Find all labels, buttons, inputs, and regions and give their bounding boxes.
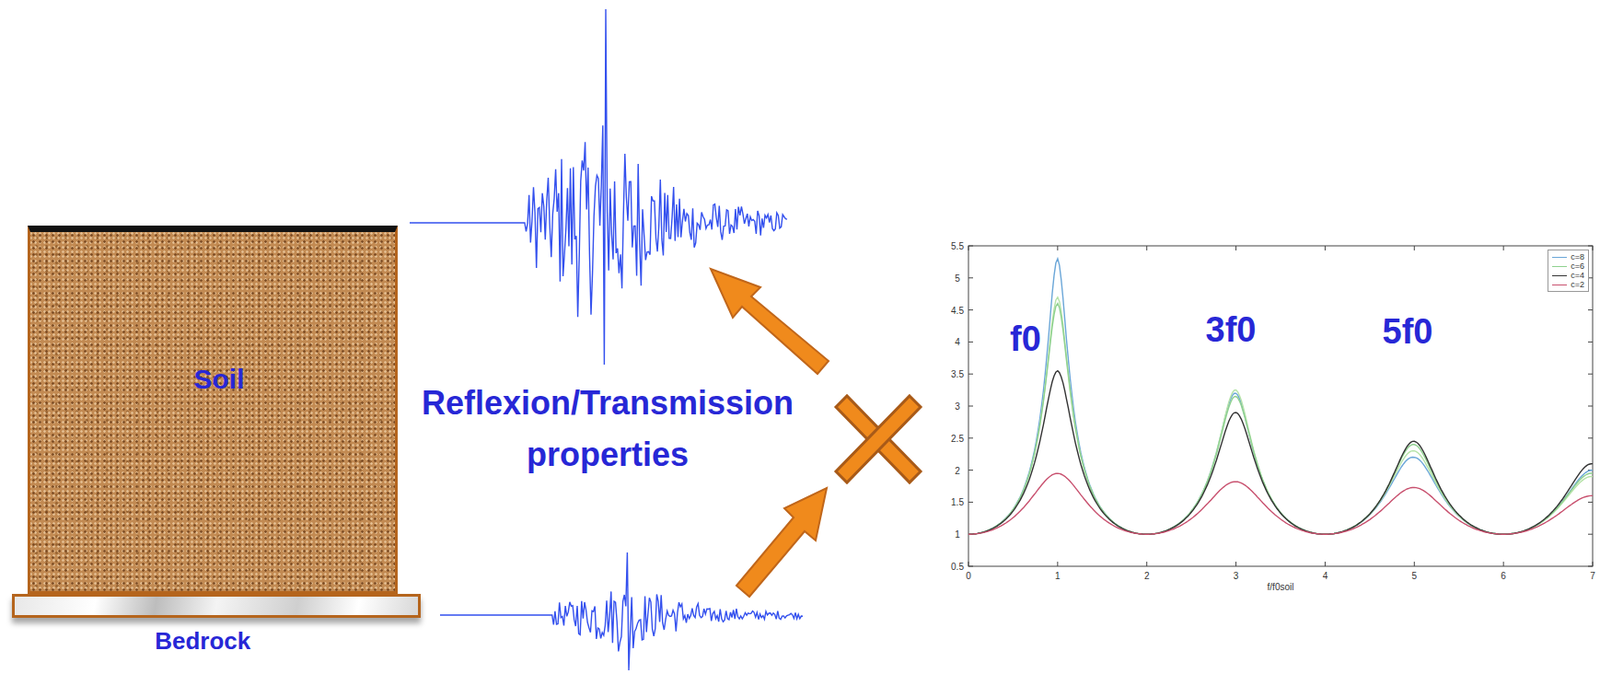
tick-mark bbox=[1592, 245, 1594, 251]
y-tick: 5 bbox=[954, 272, 961, 283]
x-tick: 2 bbox=[1144, 570, 1150, 581]
tick-mark bbox=[1056, 561, 1058, 567]
wave-text: Reflexion/Transmission properties bbox=[386, 377, 829, 481]
tick-mark bbox=[968, 245, 974, 247]
y-tick: 4 bbox=[954, 336, 961, 348]
layer-label: Soil bbox=[194, 363, 245, 395]
tick-mark bbox=[1414, 561, 1415, 567]
legend-box: c=8c=6c=4c=2 bbox=[1547, 249, 1589, 292]
transfer-curve bbox=[968, 297, 1593, 535]
legend-text: c=6 bbox=[1570, 261, 1585, 271]
tick-mark bbox=[968, 501, 974, 503]
y-tick: 3.5 bbox=[950, 369, 964, 380]
tick-mark bbox=[1592, 561, 1594, 567]
tick-mark bbox=[968, 341, 974, 343]
axis-title: f/f0soil bbox=[1267, 581, 1295, 592]
tick-mark bbox=[1588, 373, 1593, 375]
seismogram-trace bbox=[440, 552, 803, 671]
y-tick: 5.5 bbox=[950, 241, 964, 252]
tick-mark bbox=[968, 405, 974, 407]
plot-frame bbox=[968, 245, 1593, 567]
tick-mark bbox=[968, 373, 974, 375]
arrow-up bbox=[710, 268, 829, 374]
x-tick: 4 bbox=[1322, 570, 1329, 581]
x-tick: 6 bbox=[1500, 570, 1507, 581]
tick-mark bbox=[1588, 566, 1593, 568]
tick-mark bbox=[1235, 245, 1237, 251]
legend-text: c=2 bbox=[1570, 279, 1585, 290]
y-tick: 4.5 bbox=[950, 304, 964, 315]
peak-label: 5f0 bbox=[1382, 312, 1434, 352]
legend-line bbox=[1552, 266, 1567, 267]
transfer-curve bbox=[968, 371, 1593, 535]
x-tick: 5 bbox=[1412, 570, 1418, 581]
tick-mark bbox=[968, 277, 974, 279]
tick-mark bbox=[1414, 245, 1415, 251]
legend-entry: c=4 bbox=[1552, 270, 1585, 280]
tick-mark bbox=[1146, 245, 1148, 251]
legend-line bbox=[1552, 256, 1567, 258]
x-tick: 7 bbox=[1589, 570, 1596, 581]
legend-line bbox=[1552, 275, 1567, 277]
cross-bar bbox=[835, 395, 921, 483]
tick-mark bbox=[1588, 501, 1593, 503]
x-tick: 3 bbox=[1233, 570, 1240, 581]
tick-mark bbox=[1324, 245, 1326, 251]
chart bbox=[968, 245, 1593, 567]
y-tick: 2.5 bbox=[950, 432, 964, 443]
arrow-down bbox=[736, 487, 827, 597]
tick-mark bbox=[968, 566, 974, 568]
tick-mark bbox=[1588, 245, 1593, 247]
legend-text: c=8 bbox=[1570, 252, 1585, 262]
y-tick: 1 bbox=[954, 529, 961, 540]
transfer-curve bbox=[968, 303, 1593, 535]
transfer-curve bbox=[968, 473, 1593, 534]
tick-mark bbox=[1146, 561, 1148, 567]
soil-layer: Soil bbox=[27, 225, 398, 594]
y-tick: 3 bbox=[954, 401, 961, 412]
tick-mark bbox=[968, 437, 974, 439]
tick-mark bbox=[1503, 561, 1505, 567]
peak-label: 3f0 bbox=[1205, 310, 1257, 350]
tick-mark bbox=[968, 309, 974, 311]
legend-entry: c=2 bbox=[1552, 279, 1585, 290]
tick-mark bbox=[1588, 309, 1593, 311]
peak-label: f0 bbox=[1009, 319, 1042, 360]
tick-mark bbox=[1588, 405, 1593, 407]
tick-mark bbox=[968, 561, 970, 567]
tick-mark bbox=[1588, 533, 1593, 535]
tick-mark bbox=[968, 469, 974, 471]
legend-entry: c=6 bbox=[1552, 261, 1585, 271]
tick-mark bbox=[1588, 341, 1593, 343]
tick-mark bbox=[1503, 245, 1505, 251]
tick-mark bbox=[1588, 437, 1593, 439]
orange-arrows bbox=[710, 268, 829, 597]
legend-entry: c=8 bbox=[1552, 252, 1585, 262]
x-tick: 0 bbox=[965, 570, 972, 581]
bedrock-layer: Bedrock bbox=[11, 593, 421, 618]
tick-mark bbox=[1324, 561, 1326, 567]
legend-line bbox=[1552, 284, 1567, 286]
tick-mark bbox=[1235, 561, 1237, 567]
tick-mark bbox=[968, 245, 970, 251]
y-tick: 2 bbox=[954, 464, 961, 476]
y-tick: 1.5 bbox=[950, 497, 964, 508]
legend-text: c=4 bbox=[1570, 270, 1585, 280]
seismograms bbox=[409, 9, 803, 671]
seismogram-trace bbox=[409, 9, 788, 365]
multiply-cross bbox=[835, 395, 921, 483]
transfer-curve bbox=[968, 258, 1593, 534]
y-tick: 0.5 bbox=[950, 561, 964, 572]
layer-label: Bedrock bbox=[154, 626, 251, 656]
x-tick: 1 bbox=[1055, 570, 1061, 581]
cross-bar bbox=[835, 395, 921, 483]
tick-mark bbox=[1056, 245, 1058, 251]
